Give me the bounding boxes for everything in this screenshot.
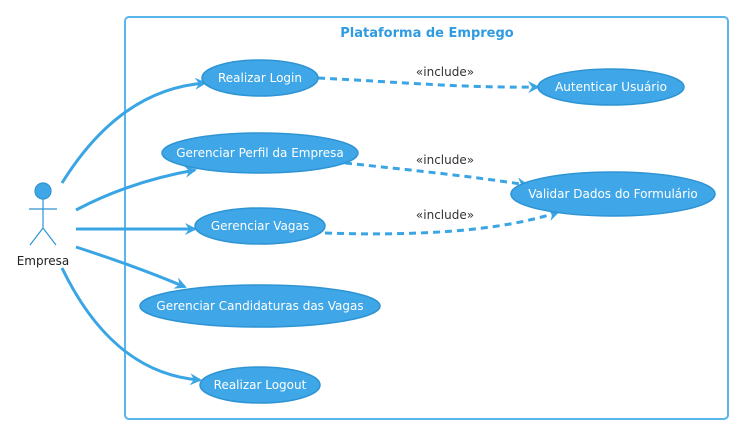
assoc-login — [60, 77, 207, 184]
use-case-auth[interactable]: Autenticar Usuário — [537, 68, 685, 106]
use-case-label: Gerenciar Candidaturas das Vagas — [156, 299, 363, 313]
include-relations — [317, 76, 560, 236]
system-title: Plataforma de Emprego — [340, 26, 513, 41]
use-case-candidaturas[interactable]: Gerenciar Candidaturas das Vagas — [139, 284, 381, 328]
use-case-validar[interactable]: Validar Dados do Formulário — [510, 171, 716, 217]
use-case-logout[interactable]: Realizar Logout — [199, 366, 321, 404]
stick-figure-actor-icon — [29, 182, 57, 246]
include-label-perfil: «include» — [416, 153, 474, 167]
include-label-vagas: «include» — [416, 208, 474, 222]
include-perfil-validar — [344, 161, 529, 190]
associations — [60, 77, 207, 386]
assoc-perfil — [75, 165, 197, 212]
assoc-candidaturas — [75, 245, 187, 289]
use-case-label: Realizar Login — [218, 71, 302, 85]
actor-empresa[interactable]: Empresa — [17, 182, 70, 268]
use-case-perfil[interactable]: Gerenciar Perfil da Empresa — [161, 132, 359, 174]
use-case-label: Gerenciar Vagas — [211, 219, 309, 233]
include-login-auth — [317, 76, 540, 94]
use-case-label: Realizar Logout — [214, 378, 307, 392]
include-label-login: «include» — [416, 65, 474, 79]
actor-label: Empresa — [17, 254, 70, 268]
include-vagas-validar — [324, 209, 560, 236]
use-case-label: Autenticar Usuário — [555, 80, 667, 94]
use-case-login[interactable]: Realizar Login — [201, 59, 319, 97]
use-case-vagas[interactable]: Gerenciar Vagas — [194, 207, 326, 245]
use-case-label: Validar Dados do Formulário — [528, 187, 698, 201]
use-case-label: Gerenciar Perfil da Empresa — [176, 146, 344, 160]
assoc-logout — [60, 267, 202, 386]
